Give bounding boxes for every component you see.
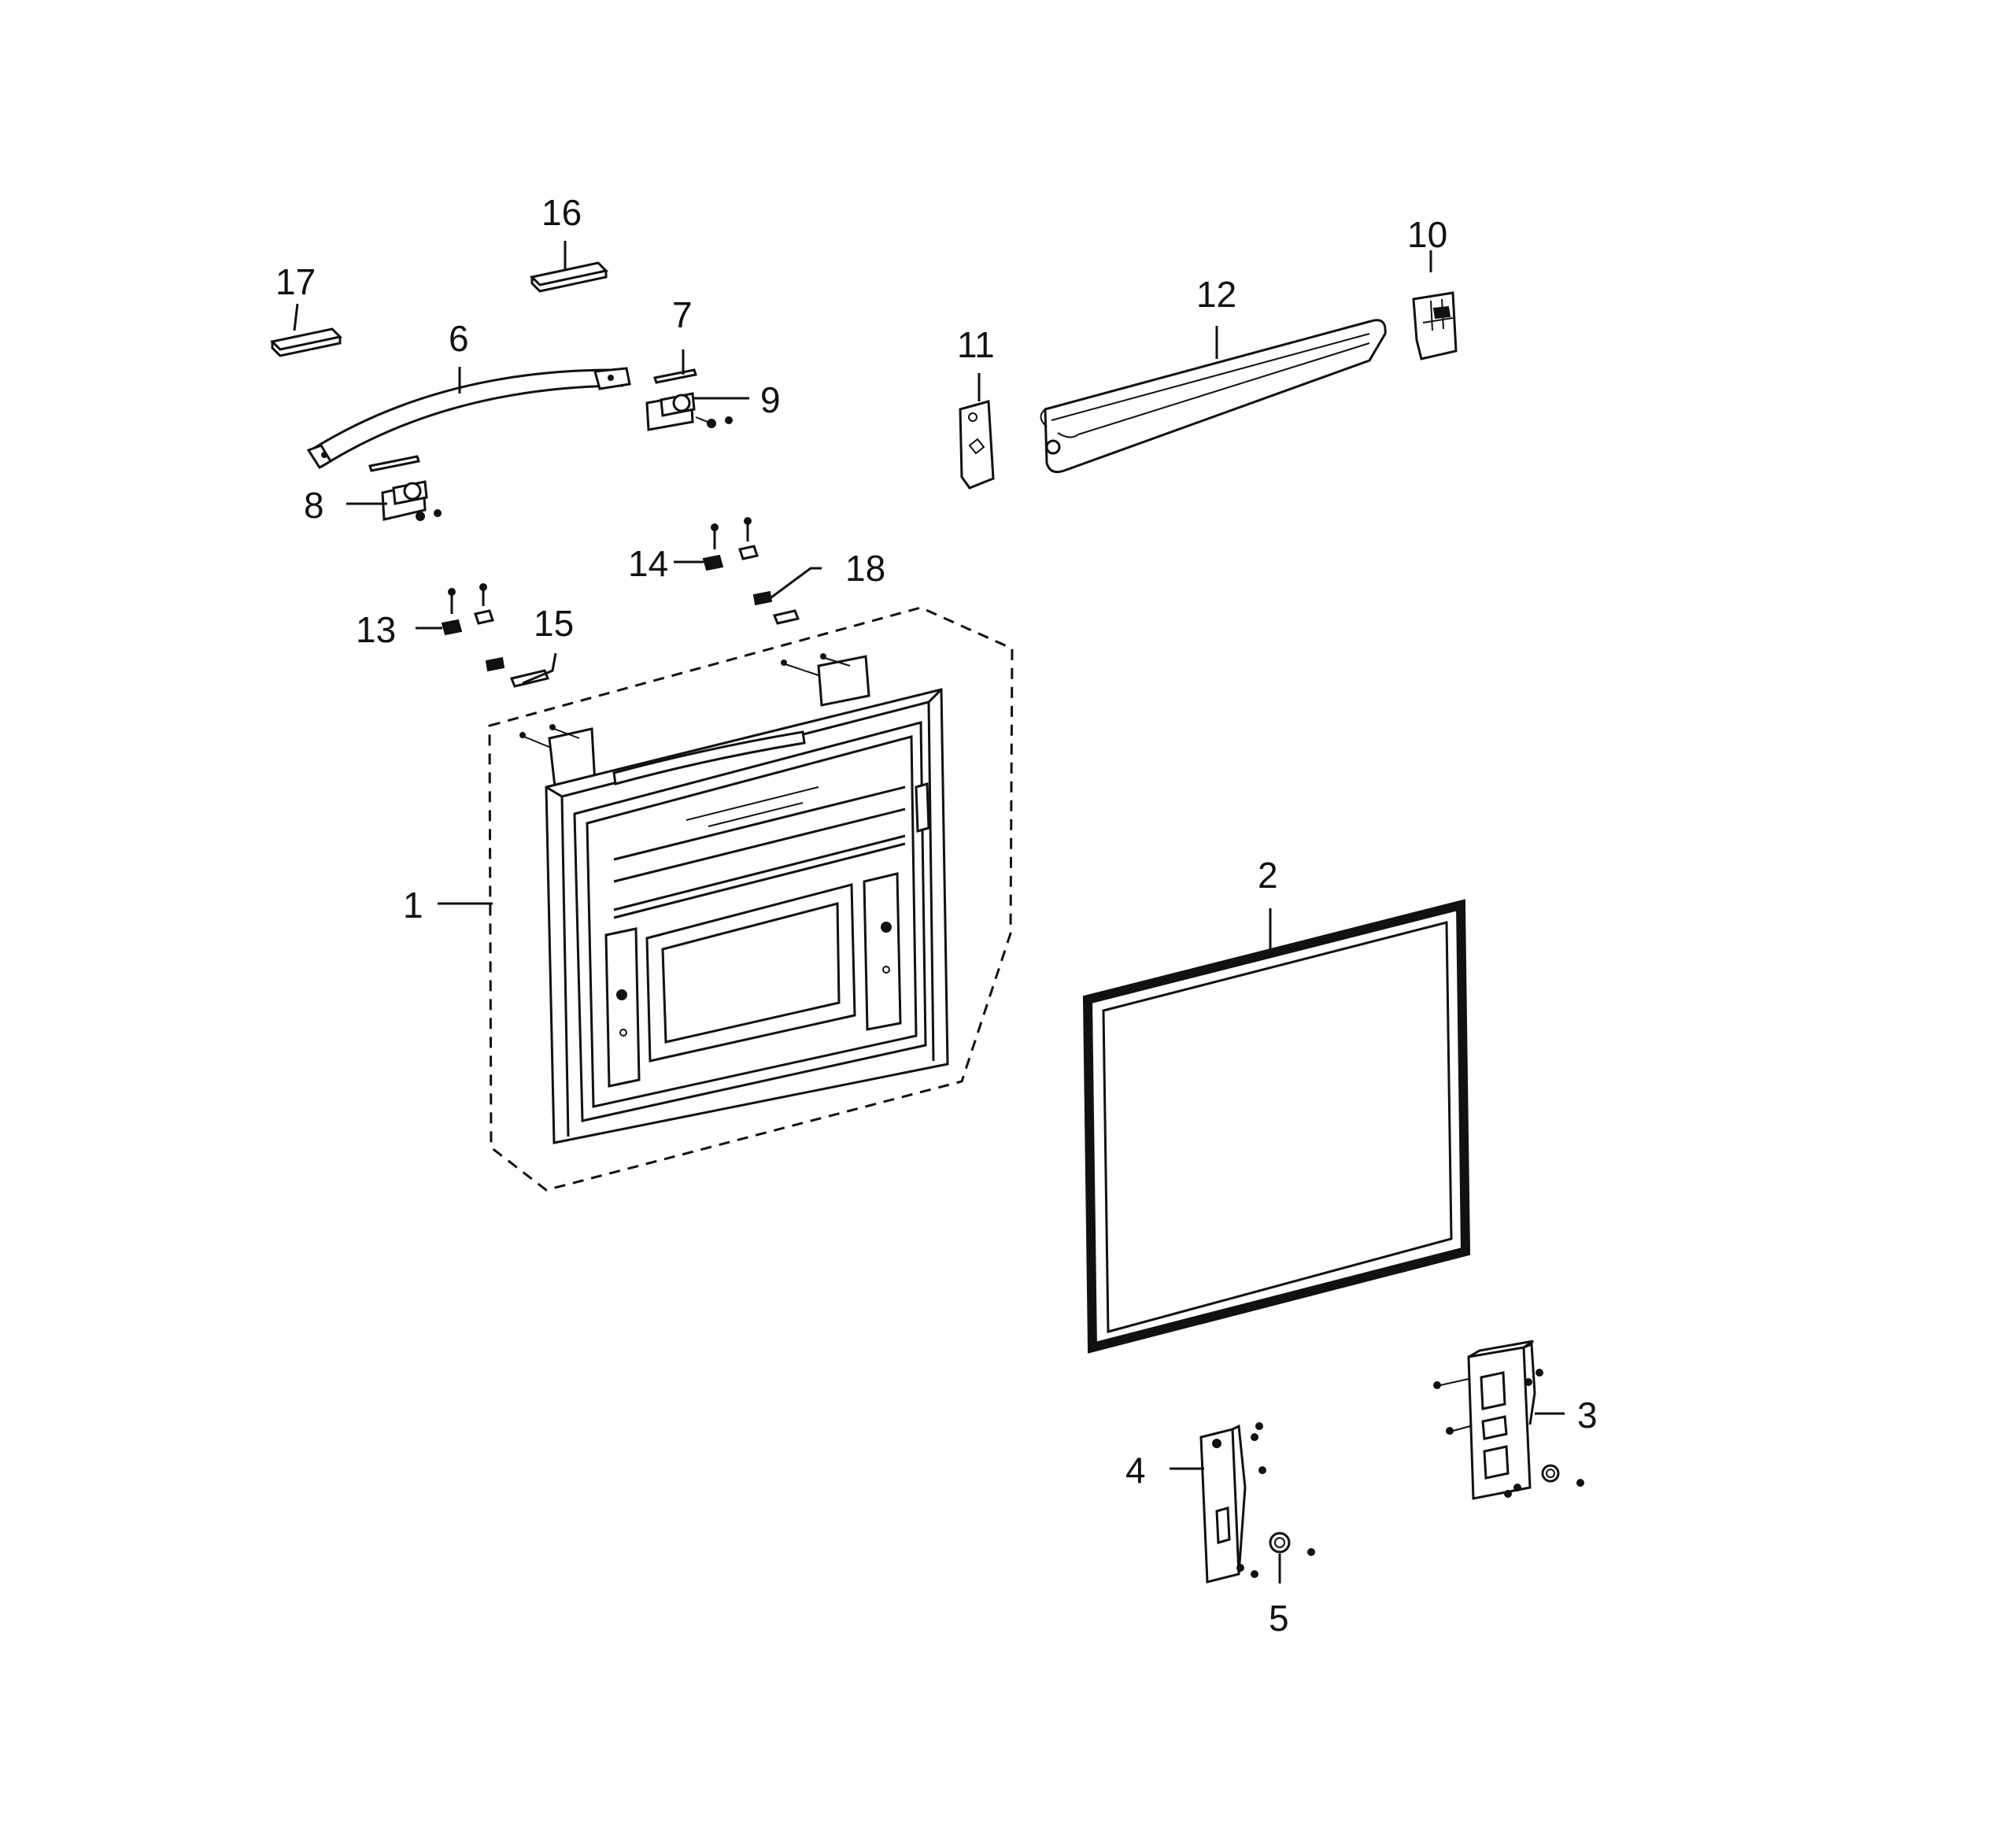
part-2-gasket: [1082, 899, 1471, 1354]
callout-16: 16: [541, 192, 582, 233]
part-11-end-cap: [959, 400, 995, 490]
part-1-door-assembly: [488, 606, 1014, 1192]
callout-17: 17: [275, 261, 316, 302]
callout-5: 5: [1269, 1598, 1289, 1639]
callout-leaders: [293, 241, 1565, 1584]
part-15-spring-pin: [485, 656, 550, 688]
part-12-trim-bar: [1040, 319, 1387, 474]
part-17-clip: [269, 327, 343, 357]
part-6-handle: [306, 367, 631, 470]
callout-15: 15: [534, 603, 574, 644]
part-4-bracket: [1199, 1422, 1266, 1584]
callout-18: 18: [845, 548, 885, 589]
part-9-bracket: [645, 392, 733, 431]
part-10-end-cap: [1412, 291, 1458, 360]
callout-13: 13: [356, 609, 396, 650]
part-5-bushing: [1269, 1532, 1315, 1556]
callout-12: 12: [1196, 274, 1236, 315]
callout-9: 9: [760, 379, 781, 420]
handle-pin-lower: [368, 455, 420, 472]
callout-10: 10: [1407, 214, 1447, 255]
callout-3: 3: [1577, 1395, 1598, 1436]
part-7-pin: [653, 368, 697, 384]
part-16-clip: [529, 261, 609, 293]
callout-14: 14: [628, 543, 668, 584]
part-18-spring-pin: [752, 590, 800, 625]
callout-8: 8: [304, 485, 324, 526]
callout-4: 4: [1125, 1450, 1146, 1491]
part-13-cap-screws: [441, 583, 494, 636]
callout-11: 11: [957, 324, 995, 365]
callout-7: 7: [672, 294, 693, 335]
callout-6: 6: [449, 318, 469, 359]
callout-2: 2: [1258, 855, 1278, 896]
part-14-cap-screws: [702, 517, 759, 571]
callout-1: 1: [403, 885, 423, 926]
part-3-bracket: [1433, 1340, 1584, 1500]
part-8-bracket: [381, 480, 442, 521]
